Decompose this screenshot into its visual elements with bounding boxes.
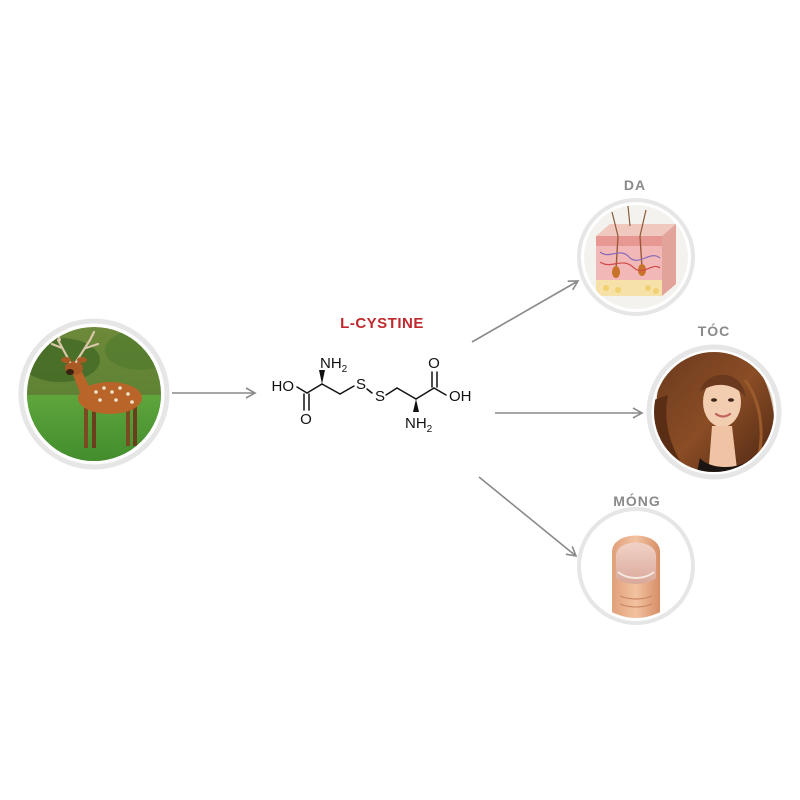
label-hair: TÓC (698, 322, 731, 339)
nail-image (577, 507, 695, 625)
atom-right-nh2: NH2 (405, 415, 433, 435)
atom-sulfur-2: S (375, 388, 385, 405)
molecule-structure (296, 371, 447, 411)
arrow-to-nail (478, 476, 578, 558)
atom-sulfur-1: S (356, 376, 366, 393)
wedge-bond-right (413, 399, 419, 412)
atom-right-o: O (428, 355, 440, 372)
label-skin: DA (624, 177, 646, 193)
skin-image (577, 198, 695, 316)
diagram-title: L-CYSTINE (340, 315, 424, 332)
atom-left-ho: HO (272, 378, 295, 395)
atom-left-o: O (300, 411, 312, 428)
arrow-to-skin (471, 280, 580, 343)
atom-right-oh: OH (449, 388, 472, 405)
wedge-bond-left (319, 370, 325, 384)
label-nail: MÓNG (613, 492, 661, 509)
atom-left-nh2: NH2 (320, 355, 348, 375)
hair-image (646, 344, 782, 480)
deer-image (18, 318, 170, 470)
